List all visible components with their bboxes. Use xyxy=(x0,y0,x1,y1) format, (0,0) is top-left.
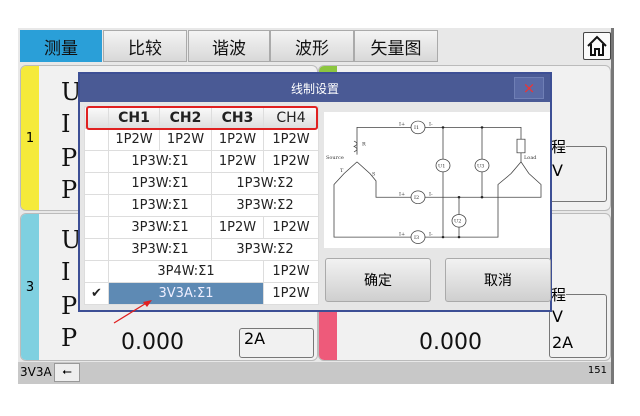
cell: 1P3W:Σ1 xyxy=(108,194,212,217)
u-label: U xyxy=(61,78,82,106)
cell: 3P4W:Σ1 xyxy=(108,260,264,283)
cell: 3P3W:Σ1 xyxy=(108,238,212,261)
tab-measure[interactable]: 测量 xyxy=(20,30,102,62)
header-ch4: CH4 xyxy=(263,106,319,129)
usb-icon: ⭠ xyxy=(54,363,80,382)
tab-waveform[interactable]: 波形 xyxy=(270,30,354,62)
i-plus: I+ xyxy=(399,232,405,238)
current-range[interactable]: 2A xyxy=(239,328,314,358)
pf-label: P xyxy=(61,176,78,204)
wiring-diagram: I1 I2 I3 U1 U2 U3 Source Load R S T I+ I… xyxy=(324,112,550,248)
meter-i2: I2 xyxy=(414,195,419,201)
voltage-range: V xyxy=(552,161,563,180)
phase-r: R xyxy=(362,142,366,148)
i-minus: I- xyxy=(429,192,433,198)
cell: 1P2W xyxy=(263,128,319,151)
i-label: I xyxy=(61,110,71,138)
dialog-title: 线制设置 xyxy=(290,81,339,96)
tab-compare[interactable]: 比较 xyxy=(103,30,187,62)
range-label: 程 xyxy=(551,284,567,305)
cell: 1P2W xyxy=(211,216,264,239)
cell: 1P3W:Σ2 xyxy=(211,172,319,195)
pf-value: 0.000 xyxy=(419,330,482,355)
pf-label: P xyxy=(61,324,78,352)
p-label: P xyxy=(61,144,78,172)
cell: 1P2W xyxy=(108,128,160,151)
i-plus: I+ xyxy=(399,192,405,198)
wiring-mode: 3V3A xyxy=(20,365,52,379)
cell: 1P3W:Σ1 xyxy=(108,172,212,195)
home-icon xyxy=(587,35,607,56)
close-icon: × xyxy=(522,79,536,97)
cell: 1P2W xyxy=(263,150,319,173)
u-label: U xyxy=(61,226,82,254)
cell: 1P2W xyxy=(211,150,264,173)
meter-i3: I3 xyxy=(414,235,419,241)
i-minus: I- xyxy=(429,232,433,238)
i-plus: I+ xyxy=(399,122,405,128)
meter-u1: U1 xyxy=(438,164,445,170)
source-label: Source xyxy=(326,155,344,161)
cell: 3V3A:Σ1 xyxy=(108,282,264,305)
check-icon: ✔ xyxy=(84,282,109,305)
cell: 3P3W:Σ2 xyxy=(211,238,319,261)
tab-vector[interactable]: 矢量图 xyxy=(354,30,438,62)
status-bar: 3V3A ⭠ 151 xyxy=(18,362,611,384)
meter-i1: I1 xyxy=(414,125,419,131)
table-header: CH1 CH2 CH3 CH4 xyxy=(84,106,319,129)
cell: 1P2W xyxy=(263,216,319,239)
home-button[interactable] xyxy=(583,32,611,60)
dialog-titlebar: 线制设置 × xyxy=(80,74,550,102)
range-box[interactable]: V 2A xyxy=(549,294,607,358)
current-range: 2A xyxy=(552,333,574,352)
i-label: I xyxy=(61,258,71,286)
cell: 1P2W xyxy=(263,260,319,283)
cell: 1P2W xyxy=(211,128,264,151)
red-arrow-annotation xyxy=(113,300,152,324)
phase-t: T xyxy=(340,168,344,174)
status-number: 151 xyxy=(587,365,607,376)
i-minus: I- xyxy=(429,122,433,128)
header-highlight-box xyxy=(86,106,318,130)
cell: 3P3W:Σ2 xyxy=(211,194,319,217)
channel-1-strip: 1 xyxy=(21,66,39,210)
cell: 1P3W:Σ1 xyxy=(108,150,212,173)
channel-3-strip: 3 xyxy=(21,214,39,360)
meter-u3: U3 xyxy=(477,164,484,170)
close-button[interactable]: × xyxy=(514,77,544,99)
range-label: 程 xyxy=(551,136,567,157)
ok-button[interactable]: 确定 xyxy=(325,258,431,302)
tab-harmonic[interactable]: 谐波 xyxy=(188,30,270,62)
p-label: P xyxy=(61,292,78,320)
header-ch1: CH1 xyxy=(108,106,160,129)
phase-s: S xyxy=(372,172,375,178)
meter-u2: U2 xyxy=(454,219,461,225)
voltage-range: V xyxy=(552,307,563,326)
cancel-button[interactable]: 取消 xyxy=(445,258,551,302)
cell: 3P3W:Σ1 xyxy=(108,216,212,239)
header-ch2: CH2 xyxy=(159,106,212,129)
cell: 1P2W xyxy=(263,282,319,305)
load-label: Load xyxy=(524,155,537,161)
pf-value: 0.000 xyxy=(121,330,184,355)
cell: 1P2W xyxy=(159,128,212,151)
